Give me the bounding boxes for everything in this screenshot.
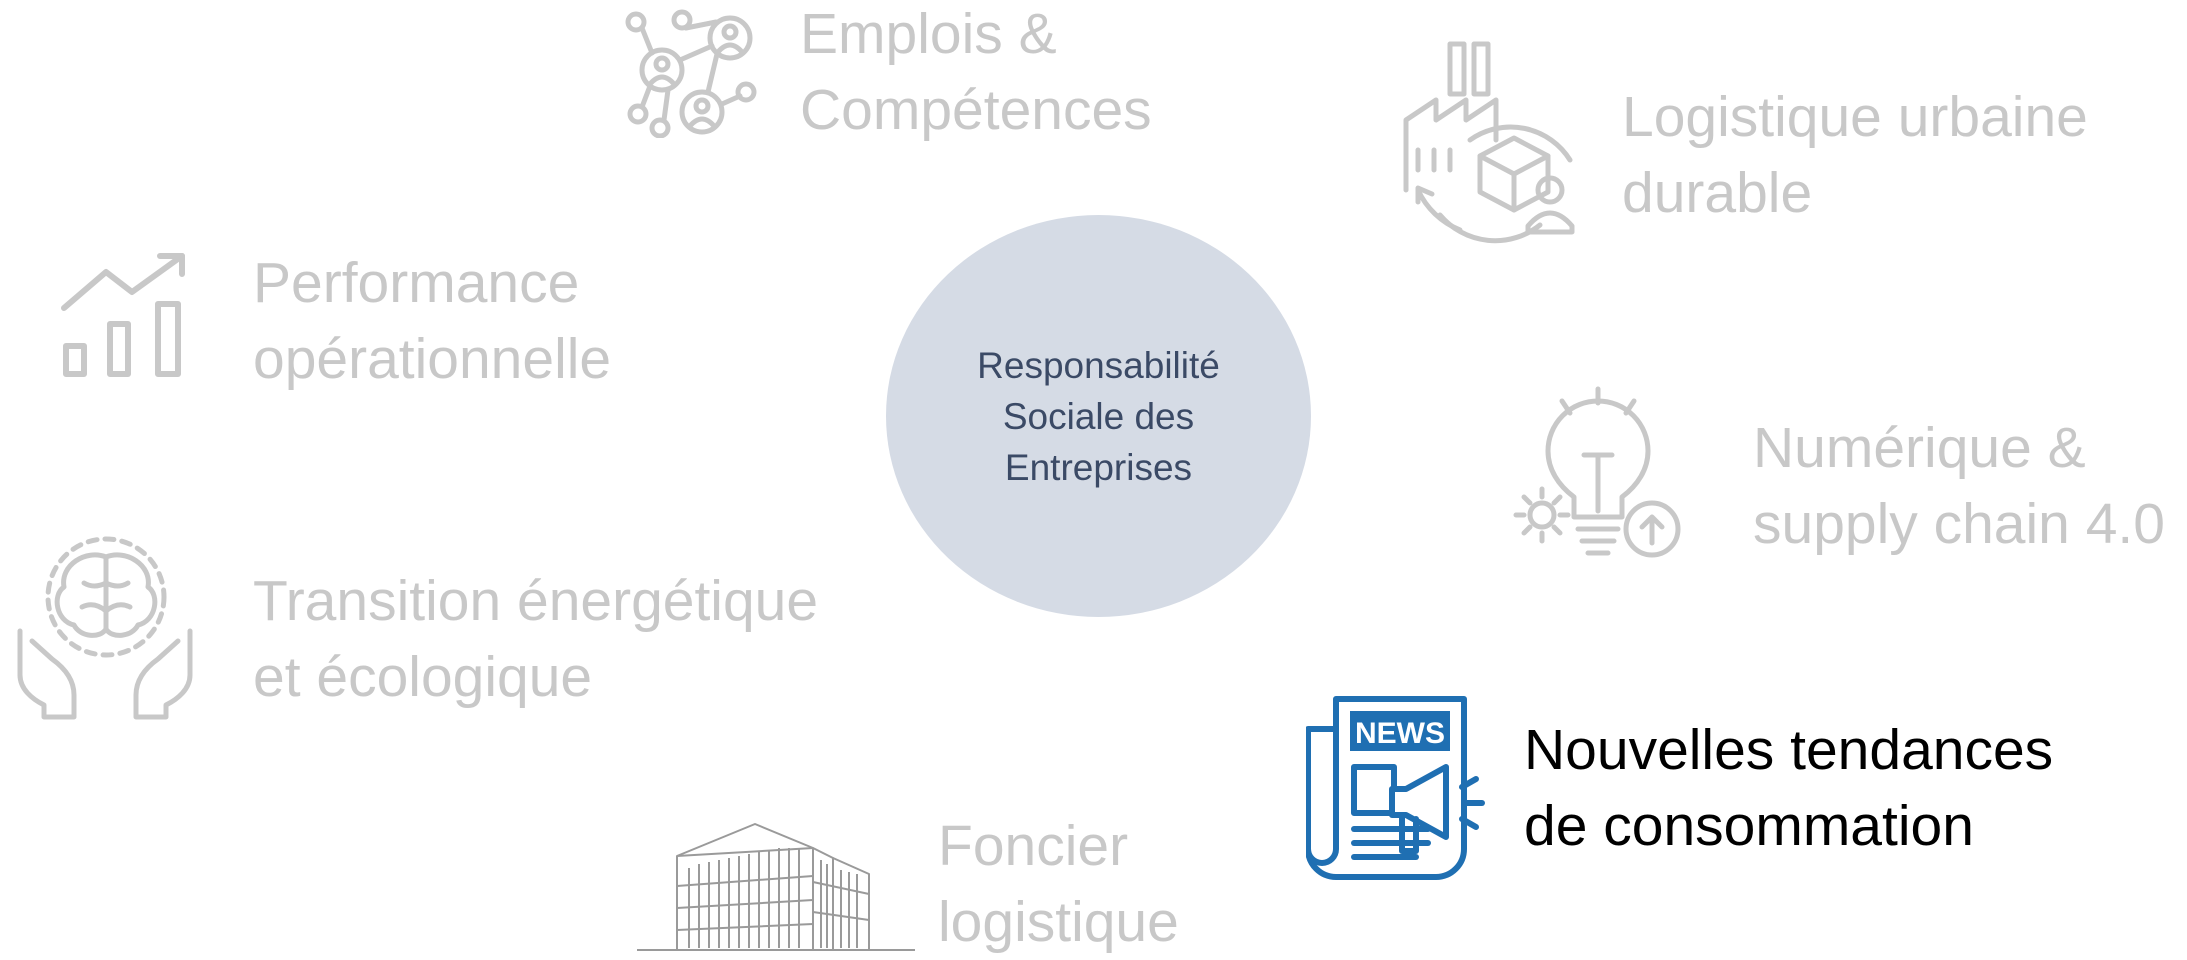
topic-label: Logistique urbaine durable [1622, 79, 2088, 231]
topic-label-line-2: Compétences [800, 78, 1152, 142]
topic-label: Nouvelles tendances de consommation [1524, 712, 2053, 864]
center-topic-circle: Responsabilité Sociale des Entreprises [886, 215, 1311, 617]
topic-label-line-2: logistique [938, 890, 1179, 954]
growth-chart-icon [60, 250, 190, 380]
topic-label-line-1: Foncier [938, 814, 1129, 878]
topic-label: Transition énergétique et écologique [253, 563, 818, 715]
topic-label-line-2: de consommation [1524, 794, 1974, 858]
topic-label-line-1: Logistique urbaine [1622, 85, 2088, 149]
topic-label: Performance opérationnelle [253, 245, 611, 397]
news-megaphone-icon: NEWS [1306, 693, 1494, 883]
topic-label-line-1: Emplois & [800, 2, 1057, 66]
topic-label-line-1: Numérique & [1753, 416, 2086, 480]
topic-label-line-2: supply chain 4.0 [1753, 492, 2165, 556]
building-icon [637, 812, 915, 953]
topic-label-line-1: Nouvelles tendances [1524, 718, 2054, 782]
topic-label: Foncier logistique [938, 808, 1179, 960]
topic-label: Emplois & Compétences [800, 0, 1152, 148]
topic-label-line-1: Performance [253, 251, 580, 315]
center-title-line-2: Sociale des [1002, 395, 1195, 437]
center-title-line-3: Entreprises [1004, 446, 1193, 488]
svg-text:NEWS: NEWS [1355, 717, 1445, 750]
topic-label-line-2: opérationnelle [253, 327, 612, 391]
center-title-line-1: Responsabilité [977, 344, 1220, 386]
factory-box-cycle-icon [1400, 40, 1585, 255]
topic-label-line-1: Transition énergétique [253, 569, 819, 633]
topic-label-line-2: durable [1622, 161, 1813, 225]
brain-hands-icon [12, 535, 198, 720]
network-people-icon [622, 8, 757, 138]
lightbulb-gear-icon [1512, 385, 1684, 575]
topic-label-line-2: et écologique [253, 645, 593, 709]
topic-label: Numérique & supply chain 4.0 [1753, 410, 2165, 562]
